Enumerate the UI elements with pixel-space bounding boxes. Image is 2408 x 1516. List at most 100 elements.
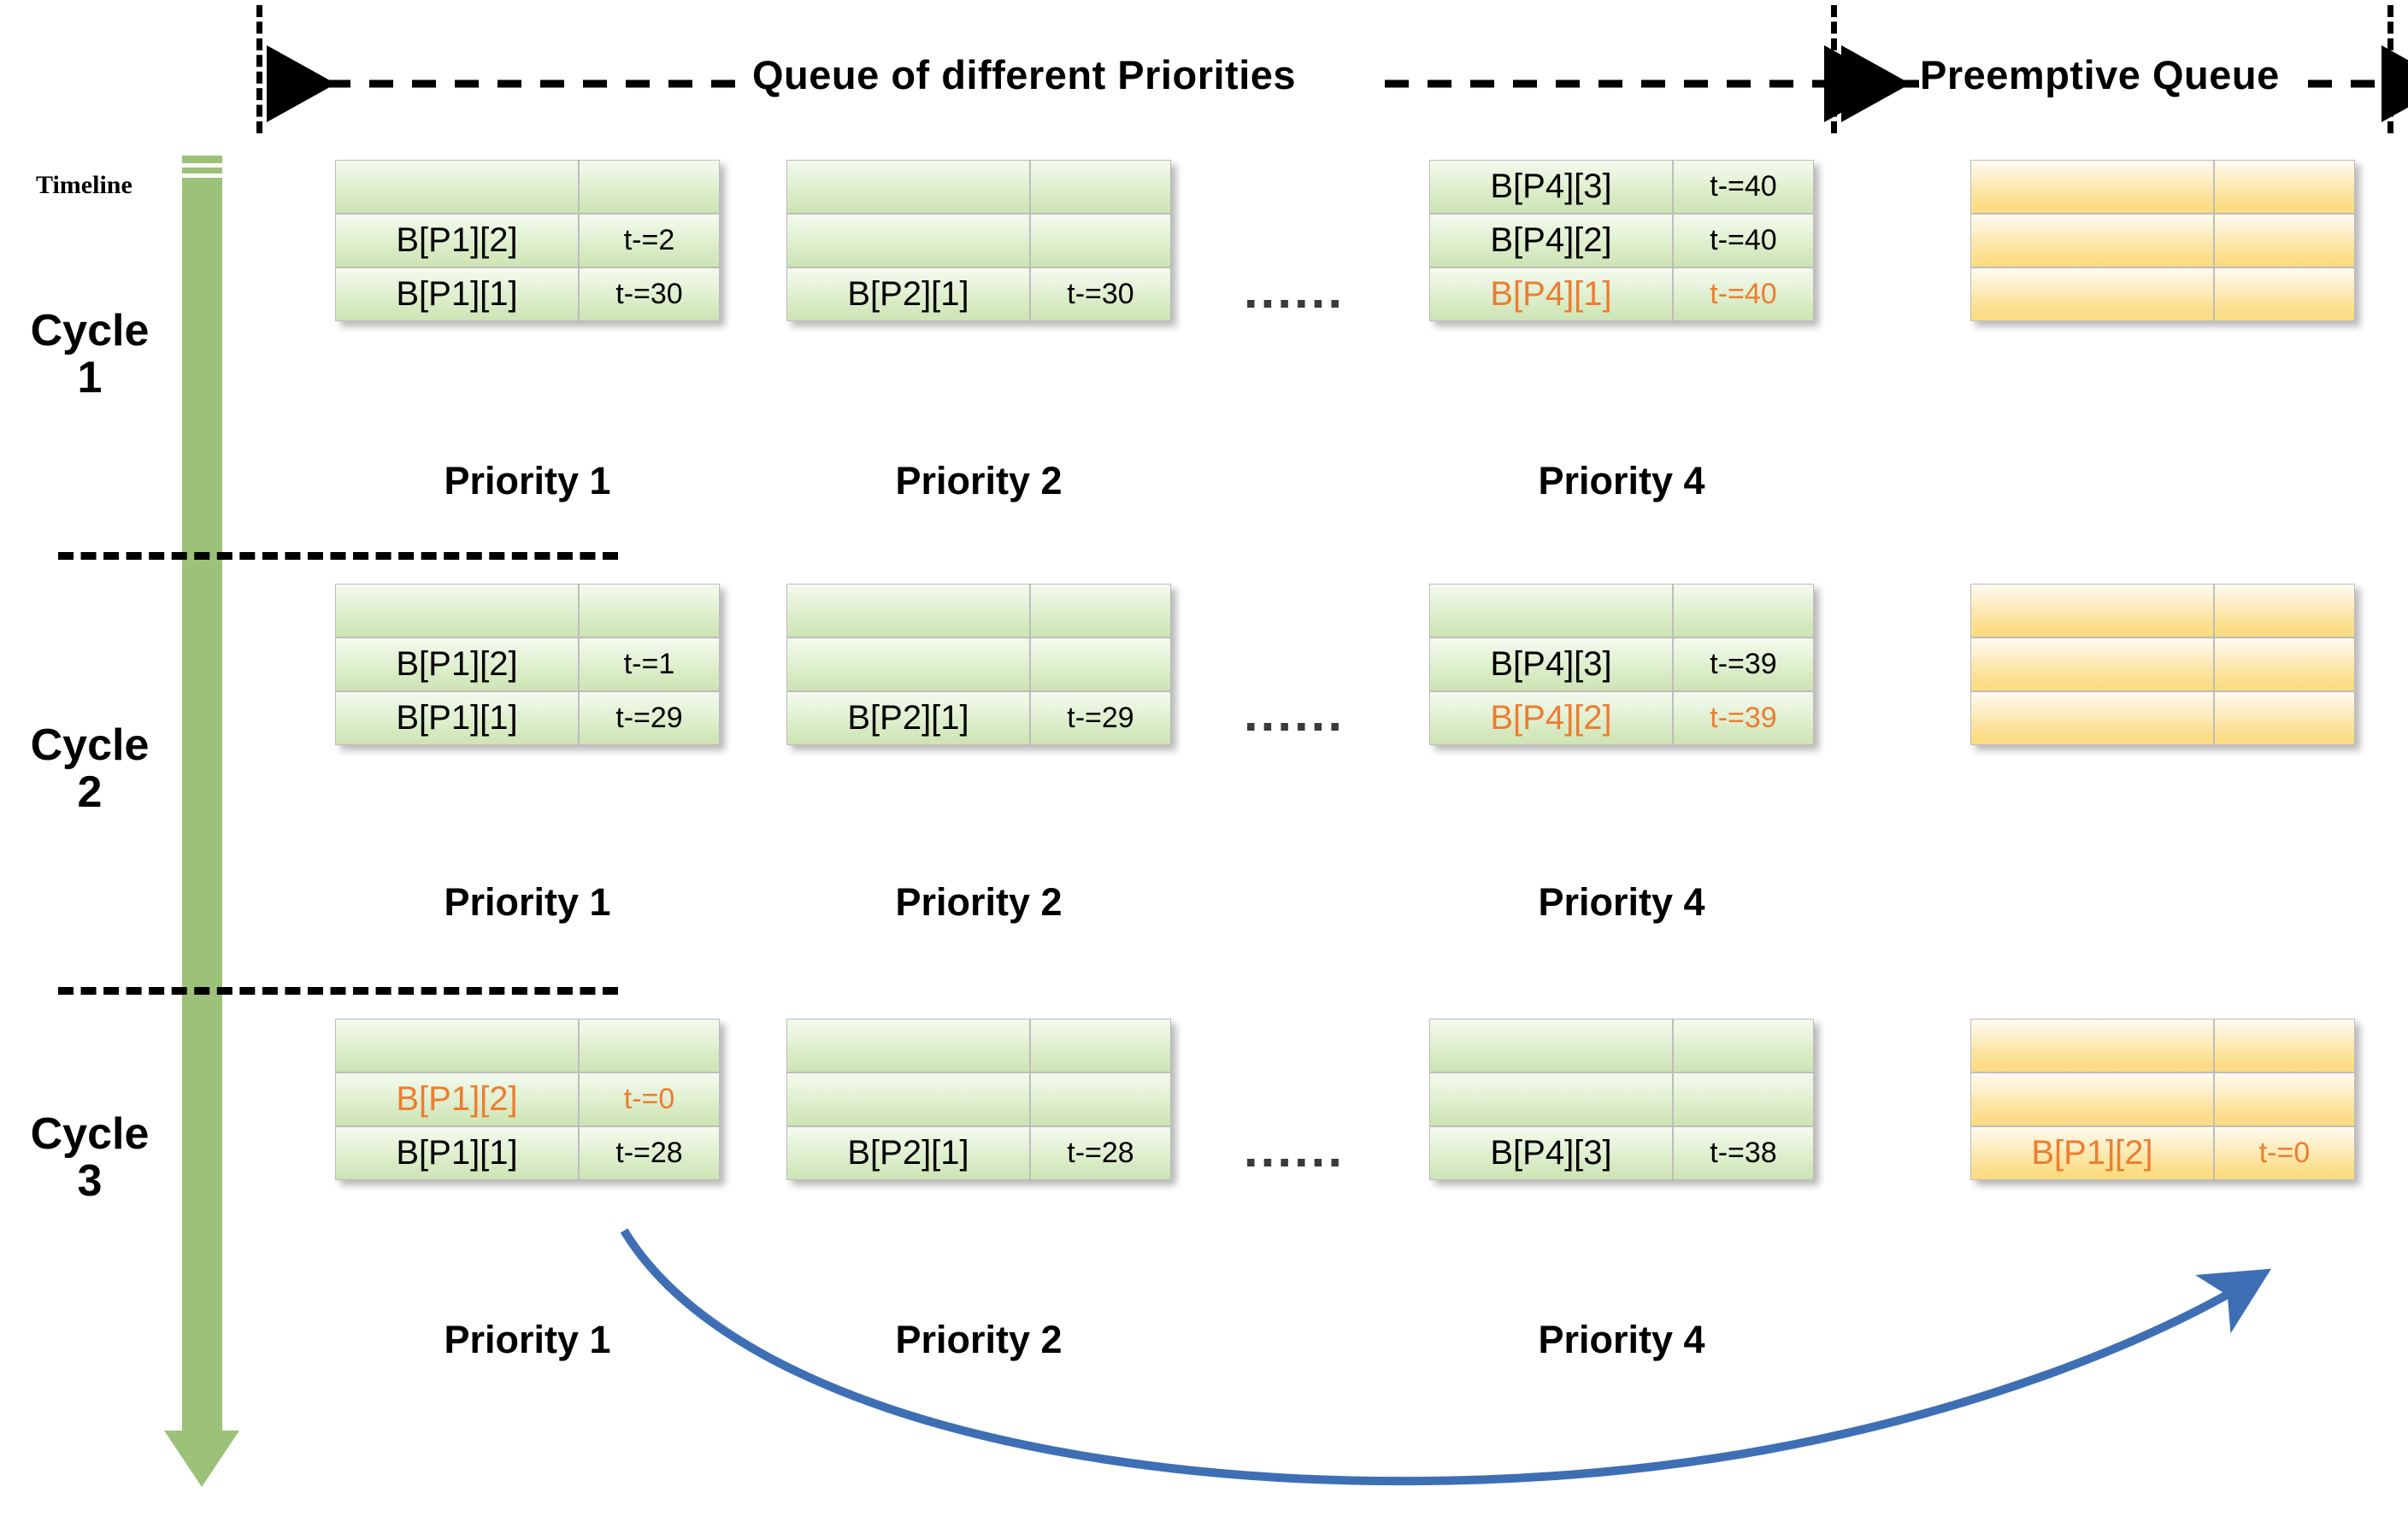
- queue-cell-name: [335, 1019, 579, 1072]
- queue-cell-name: [1970, 1019, 2214, 1072]
- queue-cell-name: B[P1][2]: [335, 638, 579, 691]
- cycle-label-2: Cycle 2: [30, 720, 150, 817]
- queue-cell-time: t-=38: [1673, 1126, 1814, 1180]
- queue-cell-name: [786, 214, 1030, 267]
- queue-cell-time: [1673, 1019, 1814, 1072]
- queue-cell-time: [1030, 1019, 1171, 1072]
- ellipsis-row-3: ......: [1244, 1120, 1345, 1178]
- queue-cell-name: B[P1][1]: [335, 267, 579, 321]
- bracket-divider-right: [2387, 5, 2393, 133]
- left-bracket-label: Queue of different Priorities: [752, 52, 1297, 97]
- queue-cell-time: t-=2: [579, 214, 720, 267]
- queue-title: Priority 4: [1538, 1318, 1705, 1361]
- queue-cell-name: B[P2][1]: [786, 267, 1030, 321]
- cycle-separator-2: [58, 987, 618, 995]
- queue-cell-name: [1970, 160, 2214, 214]
- queue-cell-time: [2214, 584, 2355, 638]
- queue-cell-time: t-=29: [1030, 691, 1171, 745]
- queue-cell-time: [2214, 638, 2355, 691]
- queue-box[interactable]: B[P4][3] B[P4][2] t-=39 t-=39: [1429, 584, 1814, 745]
- queue-cell-name: B[P4][1]: [1429, 267, 1673, 321]
- right-bracket-label: Preemptive Queue: [1920, 52, 2280, 97]
- queue-cell-time: t-=1: [579, 638, 720, 691]
- queue-cell-time: [2214, 1019, 2355, 1072]
- queue-cell-time: t-=0: [2214, 1126, 2355, 1180]
- preemptive-queue-box[interactable]: B[P1][2] t-=0: [1970, 1019, 2355, 1180]
- queue-box[interactable]: B[P2][1] t-=28: [786, 1019, 1171, 1180]
- queue-cell-time: [1030, 638, 1171, 691]
- queue-box[interactable]: B[P2][1] t-=30: [786, 160, 1171, 321]
- queue-title: Priority 2: [895, 880, 1063, 924]
- queue-title: Priority 1: [444, 1318, 611, 1361]
- preemptive-queue-box[interactable]: [1970, 160, 2355, 321]
- queue-cell-name: B[P1][2]: [335, 214, 579, 267]
- timeline-tick-1: [182, 163, 222, 167]
- queue-title: Priority 1: [444, 459, 611, 502]
- queue-cell-time: [1030, 584, 1171, 638]
- cycle-label-3: Cycle 3: [30, 1109, 150, 1206]
- queue-cell-name: B[P4][2]: [1429, 214, 1673, 267]
- queue-cell-name: B[P1][1]: [335, 691, 579, 745]
- queue-cell-time: [1673, 584, 1814, 638]
- queue-box[interactable]: B[P4][3] B[P4][2] B[P4][1] t-=40 t-=40 t…: [1429, 160, 1814, 321]
- queue-cell-time: [2214, 1072, 2355, 1126]
- queue-cell-name: [1429, 584, 1673, 638]
- queue-cell-name: [335, 584, 579, 638]
- queue-cell-time: [579, 584, 720, 638]
- queue-cell-time: [1673, 1072, 1814, 1126]
- queue-cell-name: B[P4][3]: [1429, 638, 1673, 691]
- ellipsis-row-1: ......: [1244, 261, 1345, 319]
- queue-cell-time: t-=40: [1673, 267, 1814, 321]
- queue-title: Priority 2: [895, 459, 1063, 502]
- timeline-tick-2: [182, 173, 222, 178]
- queue-cell-name: [1970, 214, 2214, 267]
- queue-cell-time: [2214, 691, 2355, 745]
- queue-title: Priority 4: [1538, 880, 1705, 924]
- timeline-shaft: [182, 156, 222, 1433]
- queue-cell-time: t-=39: [1673, 638, 1814, 691]
- timeline-label: Timeline: [36, 171, 132, 199]
- queue-cell-name: [786, 584, 1030, 638]
- queue-cell-name: [1970, 584, 2214, 638]
- queue-cell-name: [786, 638, 1030, 691]
- queue-cell-time: [1030, 214, 1171, 267]
- cycle-label-1: Cycle 1: [30, 306, 150, 403]
- queue-cell-time: [1030, 1072, 1171, 1126]
- queue-cell-name: [786, 1072, 1030, 1126]
- queue-box[interactable]: B[P1][2] B[P1][1] t-=2 t-=30: [335, 160, 720, 321]
- queue-cell-name: [1970, 638, 2214, 691]
- queue-box[interactable]: B[P1][2] B[P1][1] t-=1 t-=29: [335, 584, 720, 745]
- queue-cell-time: [2214, 267, 2355, 321]
- queue-box[interactable]: B[P2][1] t-=29: [786, 584, 1171, 745]
- queue-cell-time: t-=28: [1030, 1126, 1171, 1180]
- queue-title: Priority 1: [444, 880, 611, 924]
- queue-cell-time: t-=28: [579, 1126, 720, 1180]
- queue-cell-name: [1970, 691, 2214, 745]
- queue-cell-time: t-=0: [579, 1072, 720, 1126]
- queue-cell-time: t-=40: [1673, 214, 1814, 267]
- queue-box[interactable]: B[P4][3] t-=38: [1429, 1019, 1814, 1180]
- queue-cell-time: t-=29: [579, 691, 720, 745]
- queue-cell-name: [1429, 1019, 1673, 1072]
- queue-cell-name: [786, 160, 1030, 214]
- queue-box[interactable]: B[P1][2] B[P1][1] t-=0 t-=28: [335, 1019, 720, 1180]
- queue-cell-time: [1030, 160, 1171, 214]
- queue-cell-time: t-=40: [1673, 160, 1814, 214]
- queue-cell-time: [579, 1019, 720, 1072]
- queue-cell-time: [2214, 160, 2355, 214]
- timeline-arrowhead: [164, 1431, 239, 1487]
- queue-cell-name: [335, 160, 579, 214]
- queue-cell-time: [579, 160, 720, 214]
- ellipsis-row-2: ......: [1244, 685, 1345, 742]
- queue-cell-name: [1429, 1072, 1673, 1126]
- queue-cell-name: B[P2][1]: [786, 691, 1030, 745]
- queue-cell-name: B[P1][1]: [335, 1126, 579, 1180]
- bracket-divider-middle: [1831, 5, 1837, 133]
- queue-cell-name: [786, 1019, 1030, 1072]
- queue-cell-time: [2214, 214, 2355, 267]
- queue-cell-name: B[P4][3]: [1429, 1126, 1673, 1180]
- cycle-separator-1: [58, 552, 618, 560]
- queue-title: Priority 2: [895, 1318, 1063, 1361]
- queue-cell-name: B[P1][2]: [1970, 1126, 2214, 1180]
- preemptive-queue-box[interactable]: [1970, 584, 2355, 745]
